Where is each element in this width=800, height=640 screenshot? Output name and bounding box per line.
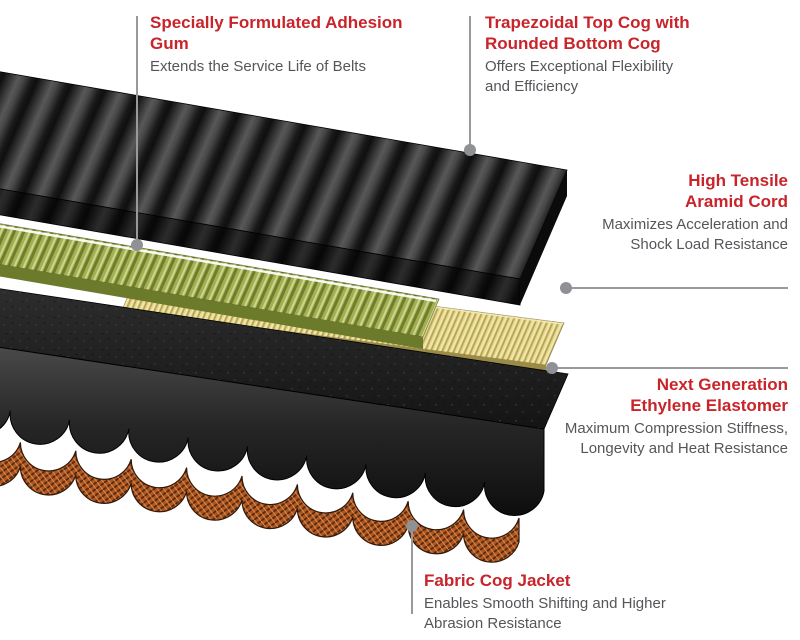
- callout-heading: Specially Formulated Adhesion Gum: [150, 13, 403, 53]
- top-cog-layer: [0, 71, 568, 306]
- callout-top-cog: Trapezoidal Top Cog with Rounded Bottom …: [485, 12, 690, 97]
- callout-heading: Trapezoidal Top Cog with Rounded Bottom …: [485, 13, 690, 53]
- dot-fabric-jacket: [406, 520, 418, 532]
- callout-fabric-jacket: Fabric Cog Jacket Enables Smooth Shiftin…: [424, 570, 674, 634]
- dot-adhesion-gum: [131, 239, 143, 251]
- dot-elastomer: [546, 362, 558, 374]
- dot-top-cog: [464, 144, 476, 156]
- ethylene-elastomer-layer: [0, 288, 569, 516]
- callout-heading: High Tensile Aramid Cord: [685, 171, 788, 211]
- callout-body: Extends the Service Life of Belts: [150, 58, 366, 75]
- callout-heading: Next Generation Ethylene Elastomer: [630, 375, 788, 415]
- callout-body: Maximum Compression Stiffness, Longevity…: [564, 420, 788, 457]
- callout-body: Enables Smooth Shifting and Higher Abras…: [424, 595, 666, 632]
- callout-body: Maximizes Acceleration and Shock Load Re…: [602, 216, 788, 253]
- dot-aramid-cord: [560, 282, 572, 294]
- callout-adhesion-gum: Specially Formulated Adhesion Gum Extend…: [150, 12, 430, 77]
- callout-heading: Fabric Cog Jacket: [424, 571, 571, 590]
- fabric-cog-jacket-layer: [0, 442, 520, 563]
- callout-aramid-cord: High Tensile Aramid Cord Maximizes Accel…: [558, 170, 788, 255]
- callout-elastomer: Next Generation Ethylene Elastomer Maxim…: [553, 374, 788, 459]
- callout-body: Offers Exceptional Flexibility and Effic…: [485, 58, 674, 95]
- adhesion-gum-layer: [0, 223, 440, 349]
